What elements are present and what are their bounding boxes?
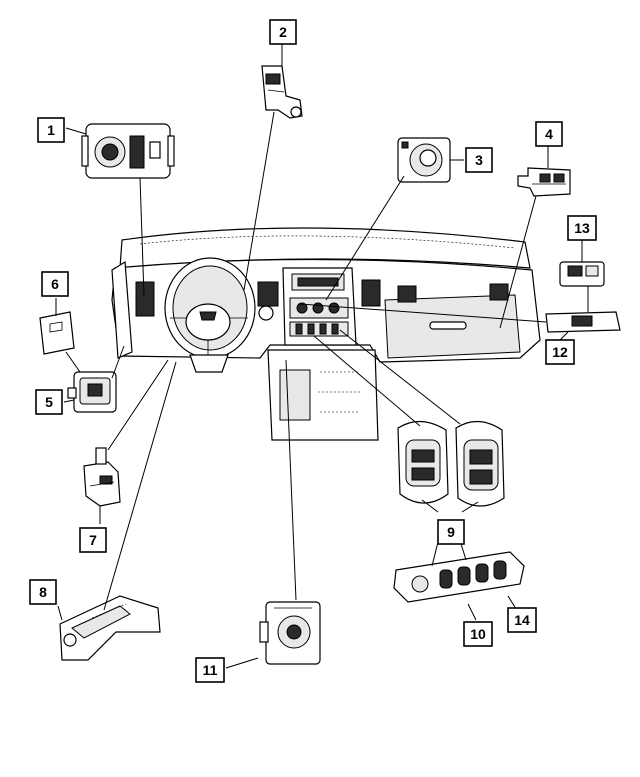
callout-3-label: 3 xyxy=(475,152,483,168)
callout-1: 1 xyxy=(37,117,65,143)
remote-switch xyxy=(559,261,605,287)
callout-7-label: 7 xyxy=(89,532,97,548)
callout-9-label: 9 xyxy=(447,524,455,540)
cover-plate xyxy=(39,311,75,355)
callout-2: 2 xyxy=(269,19,297,45)
callout-6: 6 xyxy=(41,271,69,297)
callout-4-label: 4 xyxy=(545,126,553,142)
callout-5-label: 5 xyxy=(45,394,53,410)
transfer-case-switch xyxy=(259,601,321,665)
callout-13: 13 xyxy=(567,215,597,241)
callout-12-label: 12 xyxy=(552,344,568,360)
callout-11: 11 xyxy=(195,657,225,683)
heated-seat-switch-left xyxy=(397,420,449,504)
heated-seat-switch-right xyxy=(455,420,505,507)
multifunction-switch xyxy=(261,65,303,119)
callout-13-label: 13 xyxy=(574,220,590,236)
callout-14-label: 14 xyxy=(514,612,530,628)
callout-8: 8 xyxy=(29,579,57,605)
accessory-switch xyxy=(517,167,571,197)
callout-7: 7 xyxy=(79,527,107,553)
dimmer-module xyxy=(397,137,451,183)
callout-14: 14 xyxy=(507,607,537,633)
overdrive-switch xyxy=(67,371,117,413)
callout-10: 10 xyxy=(463,621,493,647)
callout-9: 9 xyxy=(437,519,465,545)
callout-1-label: 1 xyxy=(47,122,55,138)
callout-4: 4 xyxy=(535,121,563,147)
instrument-panel xyxy=(111,227,541,441)
hvac-control xyxy=(393,551,525,603)
callout-2-label: 2 xyxy=(279,24,287,40)
pedal-bracket xyxy=(59,595,161,661)
callout-12: 12 xyxy=(545,339,575,365)
callout-8-label: 8 xyxy=(39,584,47,600)
stoplamp-switch xyxy=(83,447,121,507)
callout-6-label: 6 xyxy=(51,276,59,292)
overhead-module xyxy=(545,311,621,333)
callout-10-label: 10 xyxy=(470,626,486,642)
callout-3: 3 xyxy=(465,147,493,173)
leader-lines xyxy=(55,44,589,669)
callout-5: 5 xyxy=(35,389,63,415)
callout-11-label: 11 xyxy=(203,662,218,678)
headlamp-switch xyxy=(81,123,175,179)
